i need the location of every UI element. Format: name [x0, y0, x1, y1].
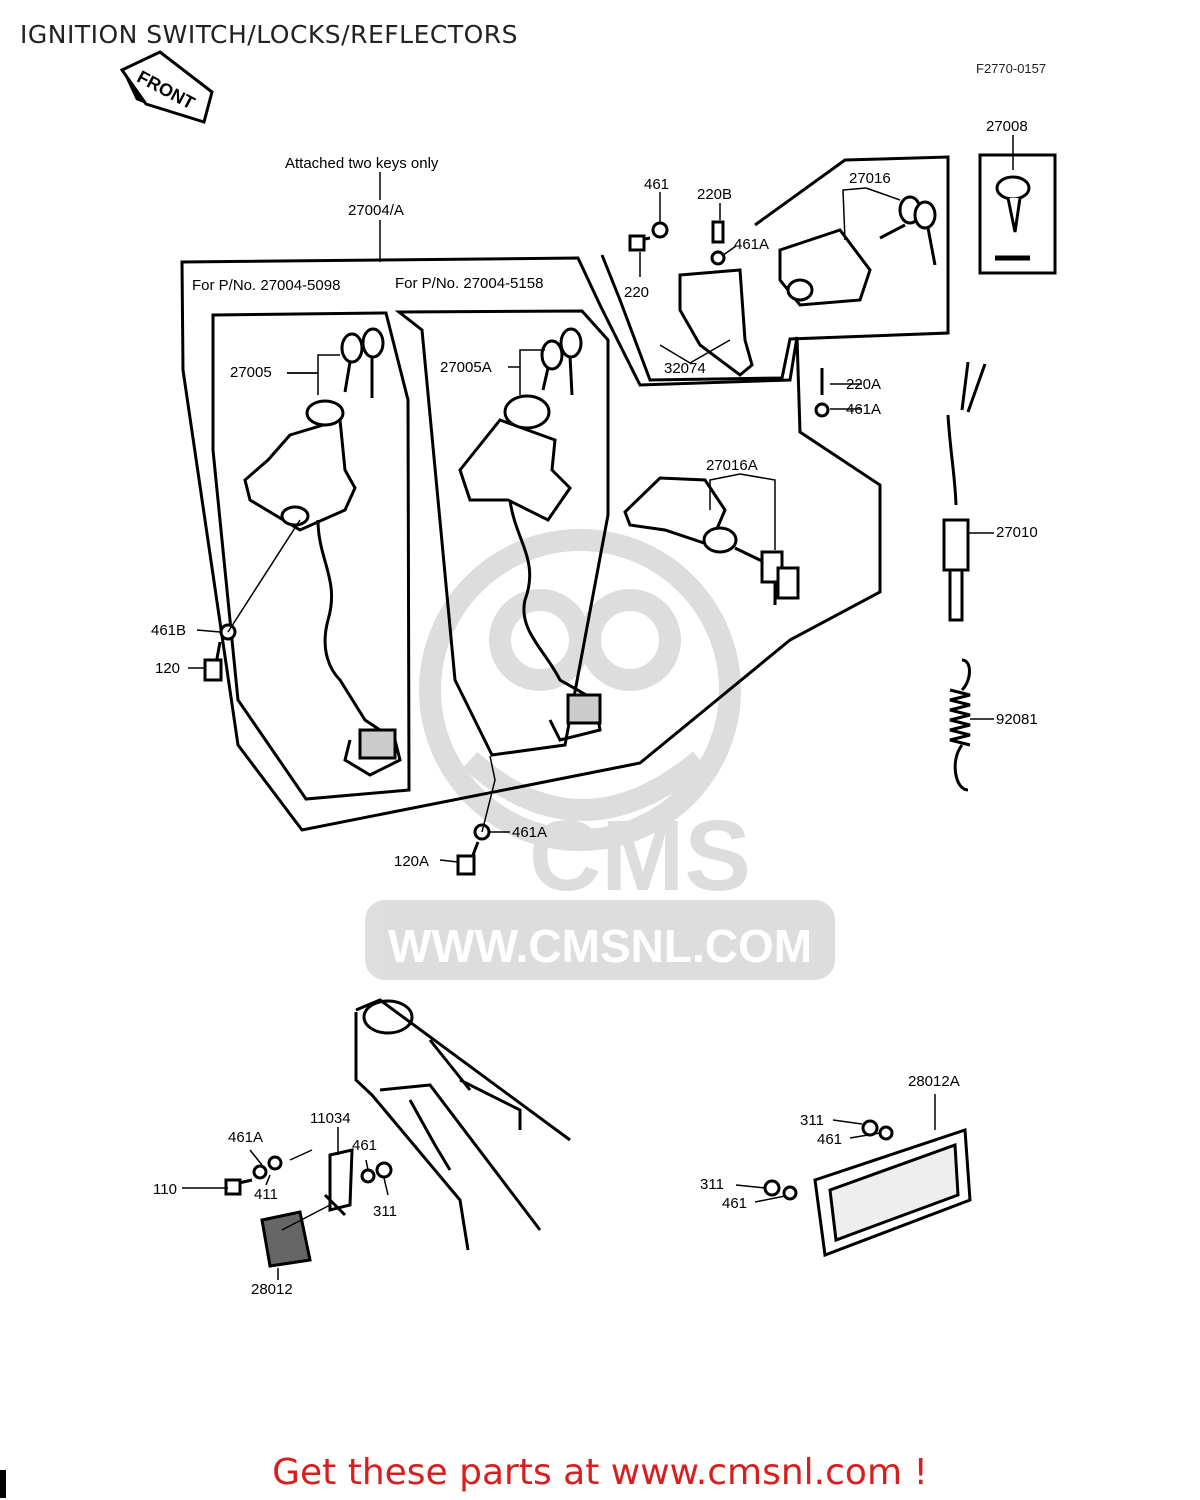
part-label-411: 411: [254, 1186, 278, 1203]
cover-32074: [678, 268, 754, 377]
part-label-461A-top: 461A: [734, 236, 770, 253]
part-label-220: 220: [624, 284, 650, 301]
note-attached-keys: Attached two keys only: [285, 155, 439, 172]
part-label-27005: 27005: [230, 364, 272, 381]
key-pair-27016: [879, 195, 937, 266]
part-label-461A-mid: 461A: [846, 401, 882, 418]
key-pair-27005: [340, 327, 385, 398]
switch-27010: [942, 361, 987, 622]
part-label-461-right-1: 461: [817, 1131, 843, 1148]
part-label-27005A: 27005A: [440, 359, 492, 376]
part-label-311-right-2: 311: [700, 1176, 724, 1193]
part-label-120: 120: [155, 660, 181, 677]
reflector-28012A: [763, 1119, 972, 1258]
bracket-11034: [323, 1148, 354, 1217]
part-label-27010: 27010: [996, 524, 1038, 541]
front-arrow: FRONT: [119, 50, 214, 124]
figure-code: F2770-0157: [976, 61, 1047, 76]
part-label-11034: 11034: [310, 1110, 351, 1127]
ignition-switch-27005: [243, 399, 402, 777]
part-label-220A: 220A: [846, 376, 882, 393]
part-label-28012A: 28012A: [908, 1073, 960, 1090]
group-outline: [180, 153, 1057, 832]
part-label-461A-low: 461A: [512, 824, 548, 841]
part-label-120A: 120A: [394, 853, 430, 870]
part-label-220B: 220B: [697, 186, 733, 203]
reflector-28012: [260, 1210, 312, 1268]
lock-27016A: [623, 476, 738, 554]
part-label-32074: 32074: [664, 360, 706, 377]
watermark-badge: [365, 900, 835, 980]
spring-92081: [949, 658, 971, 792]
note-for-pno-1: For P/No. 27004-5098: [192, 277, 341, 294]
note-for-pno-2: For P/No. 27004-5158: [395, 275, 544, 292]
part-label-461A-left: 461A: [228, 1129, 264, 1146]
frame-section: [354, 998, 571, 1251]
part-label-311-right-1: 311: [800, 1112, 824, 1129]
nut-311-left: [360, 1161, 393, 1184]
ignition-switch-27005A: [458, 394, 602, 742]
key-pair-27005A: [540, 327, 583, 396]
lock-27016: [778, 228, 872, 307]
page-title: IGNITION SWITCH/LOCKS/REFLECTORS: [20, 20, 519, 49]
part-label-28012: 28012: [251, 1281, 293, 1298]
watermark-brand: CMS: [529, 800, 751, 912]
key-pair-27016A: [734, 546, 800, 605]
part-label-27016: 27016: [849, 170, 891, 187]
key-27008: [995, 175, 1031, 261]
part-label-92081: 92081: [996, 711, 1038, 728]
part-label-461-top: 461: [644, 176, 670, 193]
part-label-461B: 461B: [151, 622, 187, 639]
footer-link[interactable]: Get these parts at www.cmsnl.com !: [272, 1452, 928, 1493]
part-label-27008: 27008: [986, 118, 1028, 135]
part-label-311-left: 311: [373, 1203, 397, 1220]
watermark-url: WWW.CMSNL.COM: [388, 920, 812, 972]
corner-mark: [0, 1470, 6, 1498]
bolt-110: [224, 1155, 283, 1196]
watermark: CMS WWW.CMSNL.COM: [365, 529, 835, 980]
part-label-461-left: 461: [352, 1137, 378, 1154]
leader-lines: [182, 135, 1014, 1280]
part-label-27016A: 27016A: [706, 457, 758, 474]
part-label-110: 110: [153, 1181, 177, 1198]
part-label-461-right-2: 461: [722, 1195, 748, 1212]
note-group-part: 27004/A: [348, 202, 404, 219]
